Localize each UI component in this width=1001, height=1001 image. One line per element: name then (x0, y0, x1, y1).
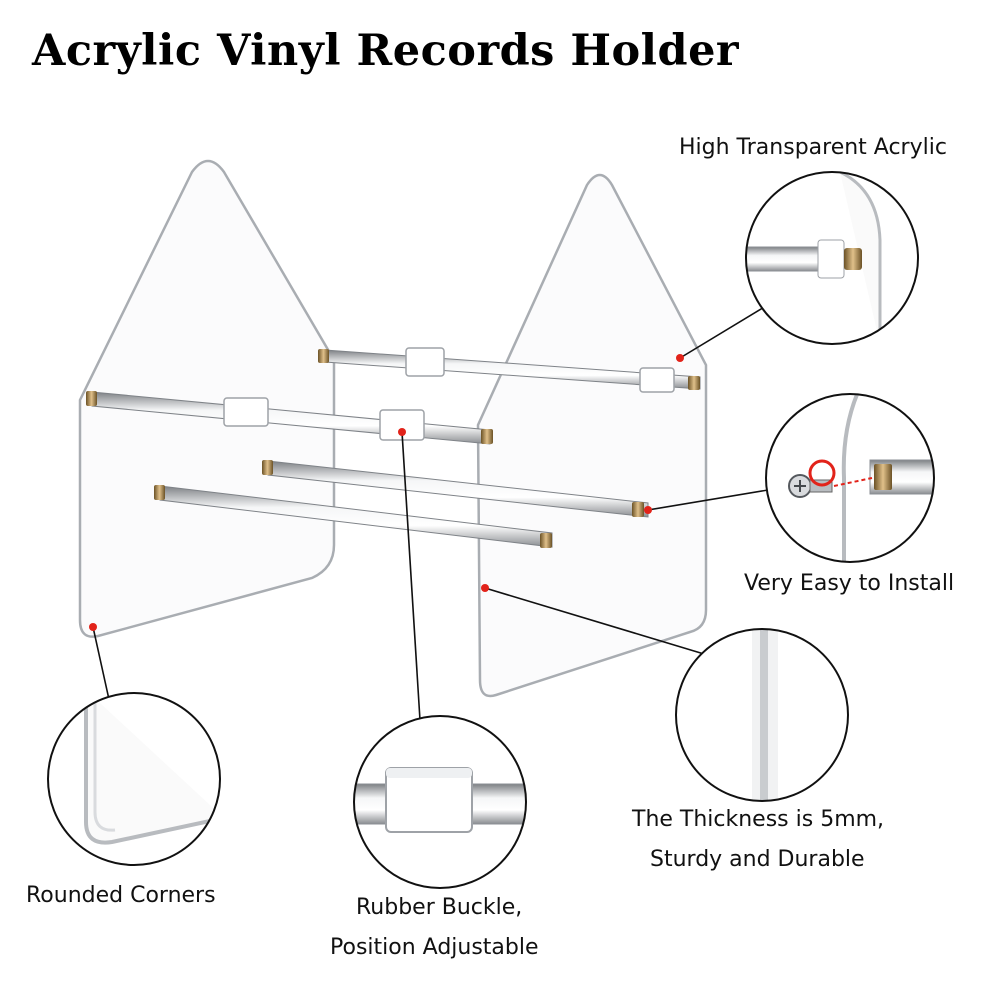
label-buckle-line2: Position Adjustable (330, 935, 539, 960)
rod-end-caps (86, 349, 700, 548)
rubber-buckles (223, 347, 675, 441)
zoom-circle-transparent (746, 172, 918, 344)
label-rounded-corners: Rounded Corners (26, 883, 216, 908)
leader-lines (92, 305, 769, 721)
zoom-circle-install (766, 394, 934, 562)
zoom-circle-buckle (354, 716, 526, 888)
left-acrylic-panel (78, 159, 336, 638)
page-title: Acrylic Vinyl Records Holder (32, 26, 740, 76)
label-transparent-acrylic: High Transparent Acrylic (679, 135, 947, 160)
label-thickness-line1: The Thickness is 5mm, (632, 807, 885, 832)
zoom-circle-thickness (676, 629, 848, 801)
red-markers (89, 354, 684, 631)
label-thickness-line2: Sturdy and Durable (650, 847, 865, 872)
right-acrylic-panel (476, 173, 708, 698)
label-easy-install: Very Easy to Install (744, 571, 955, 596)
zoom-circle-corners (48, 693, 220, 865)
label-buckle-line1: Rubber Buckle, (356, 895, 523, 920)
